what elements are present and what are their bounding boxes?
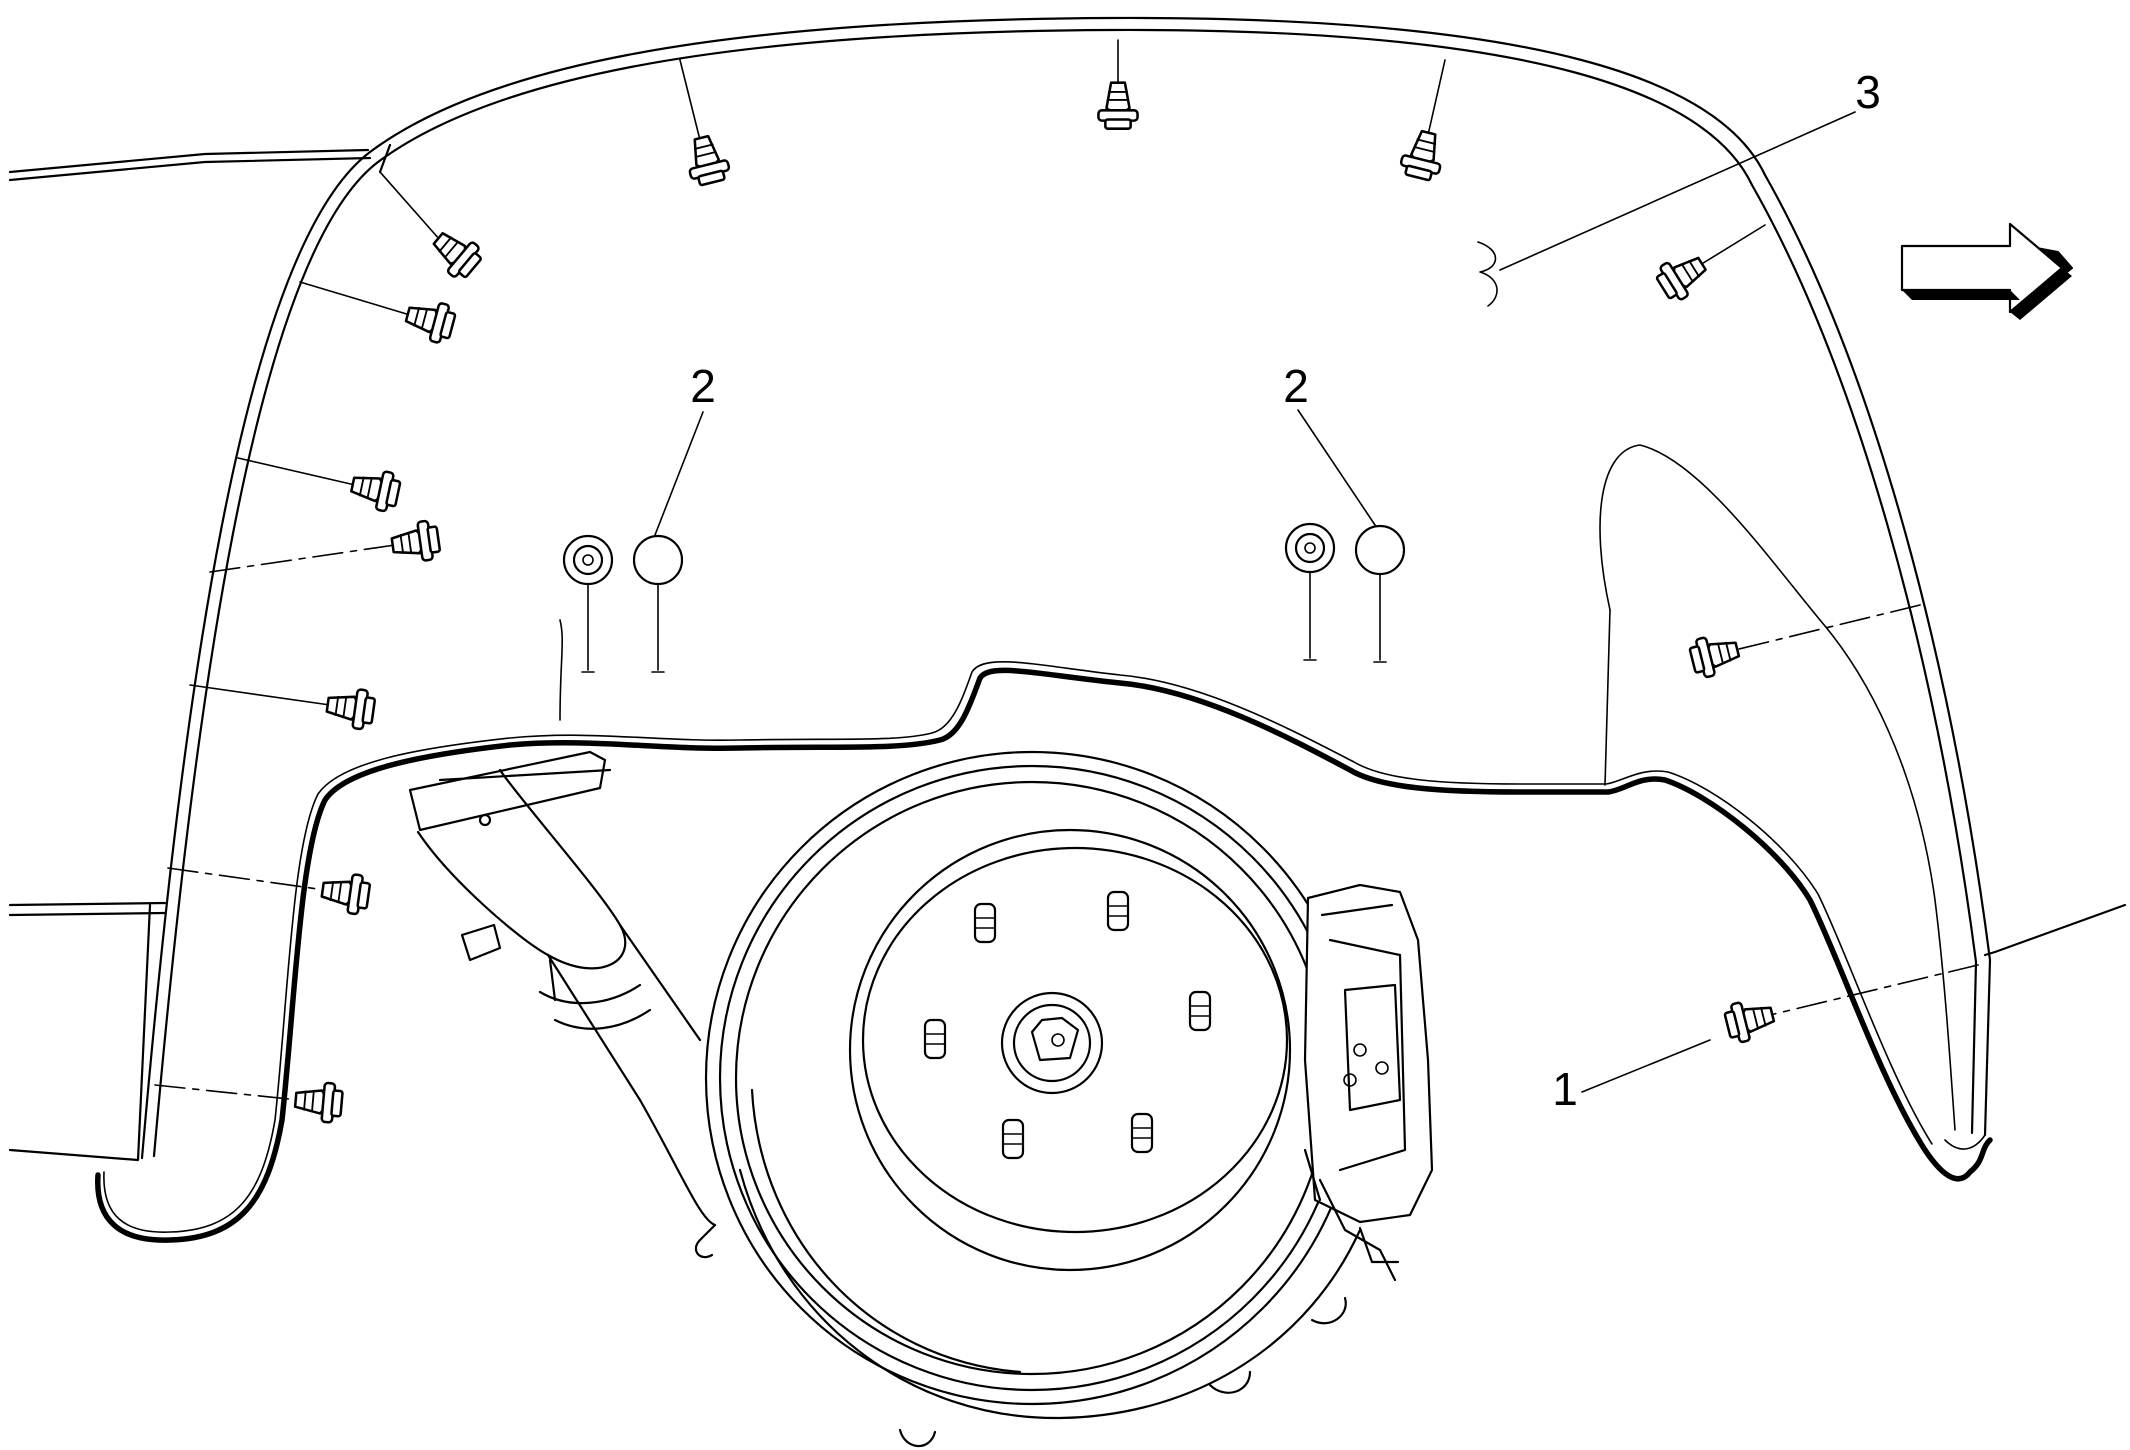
wheel-studs (923, 890, 1212, 1160)
wheelhouse-liner (140, 16, 1992, 1160)
callout-2-left: 2 (690, 360, 716, 412)
callout-2-right: 2 (1283, 360, 1309, 412)
callout-labels: 2 2 3 1 (690, 66, 1881, 1115)
callout-1: 1 (1552, 1063, 1578, 1115)
fasteners (154, 39, 1979, 1125)
access-plugs (562, 522, 1406, 673)
callout-leaders (654, 111, 1856, 1093)
shock-absorber (408, 750, 717, 1259)
callout-3: 3 (1855, 66, 1881, 118)
forward-arrow-icon (1900, 222, 2073, 320)
brake-rotor-assembly (704, 750, 1362, 1448)
body-panel (8, 148, 2127, 1162)
brake-caliper (1303, 883, 1434, 1282)
liner-edge-seal (95, 660, 1993, 1243)
